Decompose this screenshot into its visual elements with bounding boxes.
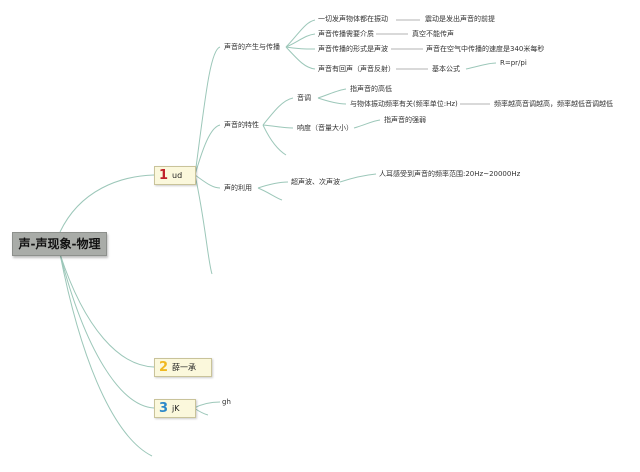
edge-char-pitch [262,97,294,126]
edge-b3-lower [193,407,209,416]
edge-root-branch2 [59,253,155,368]
edge-b1-lower [194,174,213,275]
edge-prod-2 [285,33,316,48]
node-loudness[interactable]: 响度（音量大小） [297,124,353,132]
node-pitch-freq[interactable]: 与物体振动频率有关(频率单位:Hz) [350,100,458,108]
root-node[interactable]: 声-声现象-物理 [12,232,107,256]
node-wave-form[interactable]: 声音传播的形式是声波 [318,45,388,53]
node-vibration-premise[interactable]: 震动是发出声音的前提 [425,15,495,23]
edge-pitch-freq [317,97,347,105]
node-vacuum[interactable]: 真空不能传声 [412,30,454,38]
edge-b1-characteristics [194,124,221,176]
edge-root-branch1 [59,174,155,233]
node-pitch[interactable]: 音调 [297,94,311,102]
node-echo[interactable]: 声音有回声（声音反射） [318,65,395,73]
node-needs-medium[interactable]: 声音传播需要介质 [318,30,374,38]
branch-2-number: 2 [159,360,169,375]
edge-usage-lower [257,187,283,201]
branch-2-label: 薛一承 [172,363,197,372]
node-formula[interactable]: R=pr/pi [500,59,527,67]
edge-prod-1 [285,19,316,48]
edge-b3-gh [193,401,221,409]
edge-b1-usage [194,174,221,189]
edge-char-loudness [262,124,294,129]
node-pitch-rule[interactable]: 频率越高音调越高，频率越低音调越低 [494,100,613,108]
edge-prod-4 [285,46,316,70]
node-ultra-infra[interactable]: 超声波、次声波 [291,178,340,186]
edge-root-lower [59,253,153,457]
node-speed-in-air[interactable]: 声音在空气中传播的速度是340米每秒 [426,45,545,53]
edge-prod-3 [285,46,316,50]
node-basic-formula[interactable]: 基本公式 [432,65,460,73]
edge-char-lower [262,124,287,156]
branch-3-number: 3 [159,401,169,416]
node-production[interactable]: 声音的产生与传播 [224,43,280,51]
node-characteristics[interactable]: 声音的特性 [224,121,259,129]
node-all-sound-vibration[interactable]: 一切发声物体都在振动 [318,15,388,23]
node-loudness-def[interactable]: 指声音的强弱 [384,116,426,124]
edge-root-branch3 [59,253,155,409]
edge-b1-production [194,46,221,176]
edge-loud-def [353,119,381,129]
node-hearing-range[interactable]: 人耳感受到声音的频率范围:20Hz~20000Hz [379,170,521,178]
edge-pitch-def [317,88,347,99]
node-gh[interactable]: gh [222,398,231,406]
edge-formula [465,62,497,70]
branch-1-label: ud [172,171,183,180]
node-usage[interactable]: 声的利用 [224,184,252,192]
edge-ultra-range [339,173,377,183]
node-pitch-def[interactable]: 指声音的高低 [350,85,392,93]
edge-usage-ultra [257,181,289,189]
branch-1-number: 1 [159,168,169,183]
branch-3-label: jK [172,404,180,413]
